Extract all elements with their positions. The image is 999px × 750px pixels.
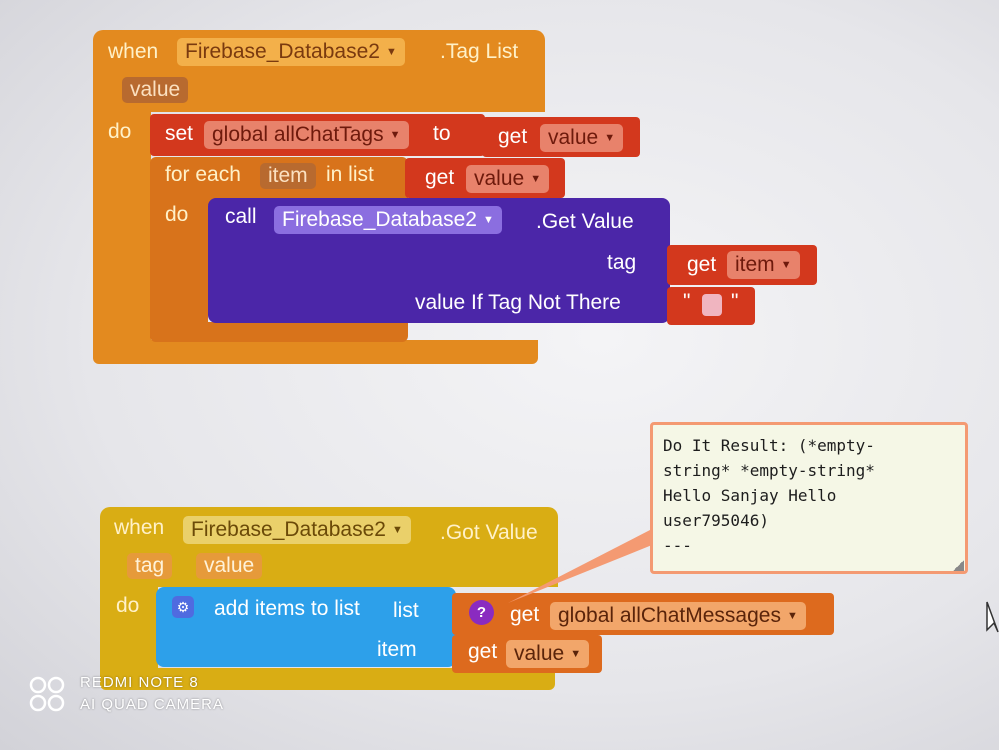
foreach-var-name: value xyxy=(474,167,525,190)
get-keyword: get xyxy=(498,125,528,148)
when-keyword: when xyxy=(108,40,159,63)
mouse-cursor-icon xyxy=(986,601,999,633)
call-keyword: call xyxy=(225,205,257,228)
in-list-keyword: in list xyxy=(326,163,374,186)
variable-dropdown[interactable]: global allChatTags ▼ xyxy=(204,121,409,149)
quote-open: " xyxy=(683,290,691,313)
event-left-rail xyxy=(93,110,151,358)
foreach-footer-bg xyxy=(150,322,408,342)
get-keyword: get xyxy=(468,640,498,663)
dropdown-arrow-icon: ▼ xyxy=(786,610,798,623)
param-value[interactable]: value xyxy=(196,553,263,579)
when-keyword: when xyxy=(114,516,165,539)
dropdown-arrow-icon: ▼ xyxy=(780,259,792,272)
dropdown-arrow-icon: ▼ xyxy=(385,46,397,59)
foreach-do-keyword: do xyxy=(165,203,189,226)
add-items-block[interactable] xyxy=(156,587,456,667)
component-name: Firebase_Database2 xyxy=(185,40,380,63)
event2-left-rail xyxy=(100,585,158,675)
get-keyword: get xyxy=(510,603,540,626)
variable-name: global allChatTags xyxy=(212,123,384,146)
param-tag[interactable]: tag xyxy=(127,553,173,579)
resize-handle-icon[interactable] xyxy=(953,560,964,571)
gear-icon[interactable]: ⚙ xyxy=(172,596,194,618)
list-var-dropdown[interactable]: global allChatMessages ▼ xyxy=(550,602,806,630)
param-value[interactable]: value xyxy=(122,77,189,103)
get-var-dropdown[interactable]: value ▼ xyxy=(540,124,624,152)
call-component-name: Firebase_Database2 xyxy=(282,208,477,231)
do-keyword: do xyxy=(108,120,132,143)
call-component-dropdown[interactable]: Firebase_Database2 ▼ xyxy=(274,206,502,234)
watermark-line2: AI QUAD CAMERA xyxy=(80,696,225,713)
camera-logo-icon xyxy=(29,676,65,712)
component-dropdown[interactable]: Firebase_Database2 ▼ xyxy=(177,38,405,66)
empty-text-field[interactable] xyxy=(702,294,722,316)
value-if-tag-not-there-label: value If Tag Not There xyxy=(415,291,621,314)
dropdown-arrow-icon: ▼ xyxy=(482,214,494,227)
item-socket-label: item xyxy=(377,638,417,661)
add-items-label: add items to list xyxy=(214,597,360,620)
tag-var-dropdown[interactable]: item ▼ xyxy=(727,251,800,279)
list-socket-label: list xyxy=(393,599,419,622)
foreach-keyword: for each xyxy=(165,163,241,186)
to-keyword: to xyxy=(433,122,451,145)
dropdown-arrow-icon: ▼ xyxy=(530,173,542,186)
event2-footer-bg xyxy=(100,668,555,690)
quote-close: " xyxy=(731,290,739,313)
dropdown-arrow-icon: ▼ xyxy=(389,129,401,142)
method-name: .Get Value xyxy=(536,210,634,233)
foreach-var-dropdown[interactable]: value ▼ xyxy=(466,165,550,193)
item-var-dropdown[interactable]: value ▼ xyxy=(506,640,590,668)
do-it-result-comment[interactable]: Do It Result: (*empty- string* *empty-st… xyxy=(650,422,968,574)
event-footer-bg xyxy=(93,340,538,364)
foreach-left-rail xyxy=(150,203,208,338)
set-keyword: set xyxy=(165,122,194,145)
tag-var-name: item xyxy=(735,253,775,276)
list-var-name: global allChatMessages xyxy=(558,604,781,627)
foreach-item-param[interactable]: item xyxy=(260,163,316,189)
get-var-name: value xyxy=(548,126,599,149)
dropdown-arrow-icon: ▼ xyxy=(570,648,582,661)
help-icon[interactable]: ? xyxy=(469,600,494,625)
get-keyword: get xyxy=(425,166,455,189)
dropdown-arrow-icon: ▼ xyxy=(604,132,616,145)
tag-socket-label: tag xyxy=(607,251,637,274)
watermark-line1: REDMI NOTE 8 xyxy=(80,674,199,691)
get-keyword: get xyxy=(687,253,717,276)
dropdown-arrow-icon: ▼ xyxy=(391,524,403,537)
component-dropdown[interactable]: Firebase_Database2 ▼ xyxy=(183,516,411,544)
do-keyword: do xyxy=(116,594,140,617)
event-name: .Tag List xyxy=(440,40,519,63)
component-name: Firebase_Database2 xyxy=(191,518,386,541)
item-var-name: value xyxy=(514,642,565,665)
event-name: .Got Value xyxy=(440,521,538,544)
